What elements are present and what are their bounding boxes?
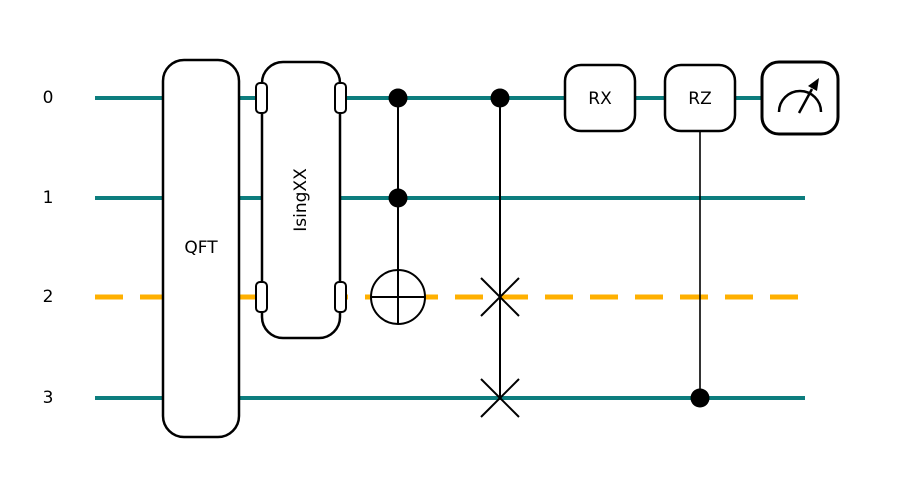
swap-cross-wire3 <box>480 378 520 418</box>
swap-cross-wire2 <box>480 277 520 317</box>
crz-control-dot-wire3 <box>690 388 710 408</box>
wire-label-0: 0 <box>43 88 54 108</box>
isingxx-box <box>260 60 342 340</box>
cswap-control-dot-wire0 <box>490 88 510 108</box>
toffoli-control-dot-wire1 <box>388 188 408 208</box>
isingxx-gate: IsingXX <box>255 60 347 340</box>
measurement-gate <box>760 60 840 136</box>
isingxx-notch-left-wire0 <box>255 82 268 114</box>
qft-gate: QFT <box>161 58 241 439</box>
cswap-gate <box>480 88 520 418</box>
measurement-box <box>760 60 840 136</box>
qft-label: QFT <box>184 238 218 258</box>
wire-label-2: 2 <box>43 287 54 307</box>
isingxx-label: IsingXX <box>291 168 311 232</box>
rx-label: RX <box>588 89 612 109</box>
wire-label-3: 3 <box>43 388 54 408</box>
isingxx-notch-right-wire2 <box>334 281 347 313</box>
rz-label: RZ <box>688 89 711 109</box>
rz-box <box>663 63 737 133</box>
qft-box <box>161 58 241 439</box>
toffoli-control-dot-wire0 <box>388 88 408 108</box>
rx-gate: RX <box>563 63 637 133</box>
rx-box <box>563 63 637 133</box>
wire-labels: 0 1 2 3 <box>43 88 54 408</box>
toffoli-gate <box>370 88 426 325</box>
crz-gate: RZ <box>663 63 737 408</box>
wire-label-1: 1 <box>43 188 54 208</box>
measurement-gauge-icon <box>777 78 823 114</box>
isingxx-notch-left-wire2 <box>255 281 268 313</box>
isingxx-notch-right-wire0 <box>334 82 347 114</box>
